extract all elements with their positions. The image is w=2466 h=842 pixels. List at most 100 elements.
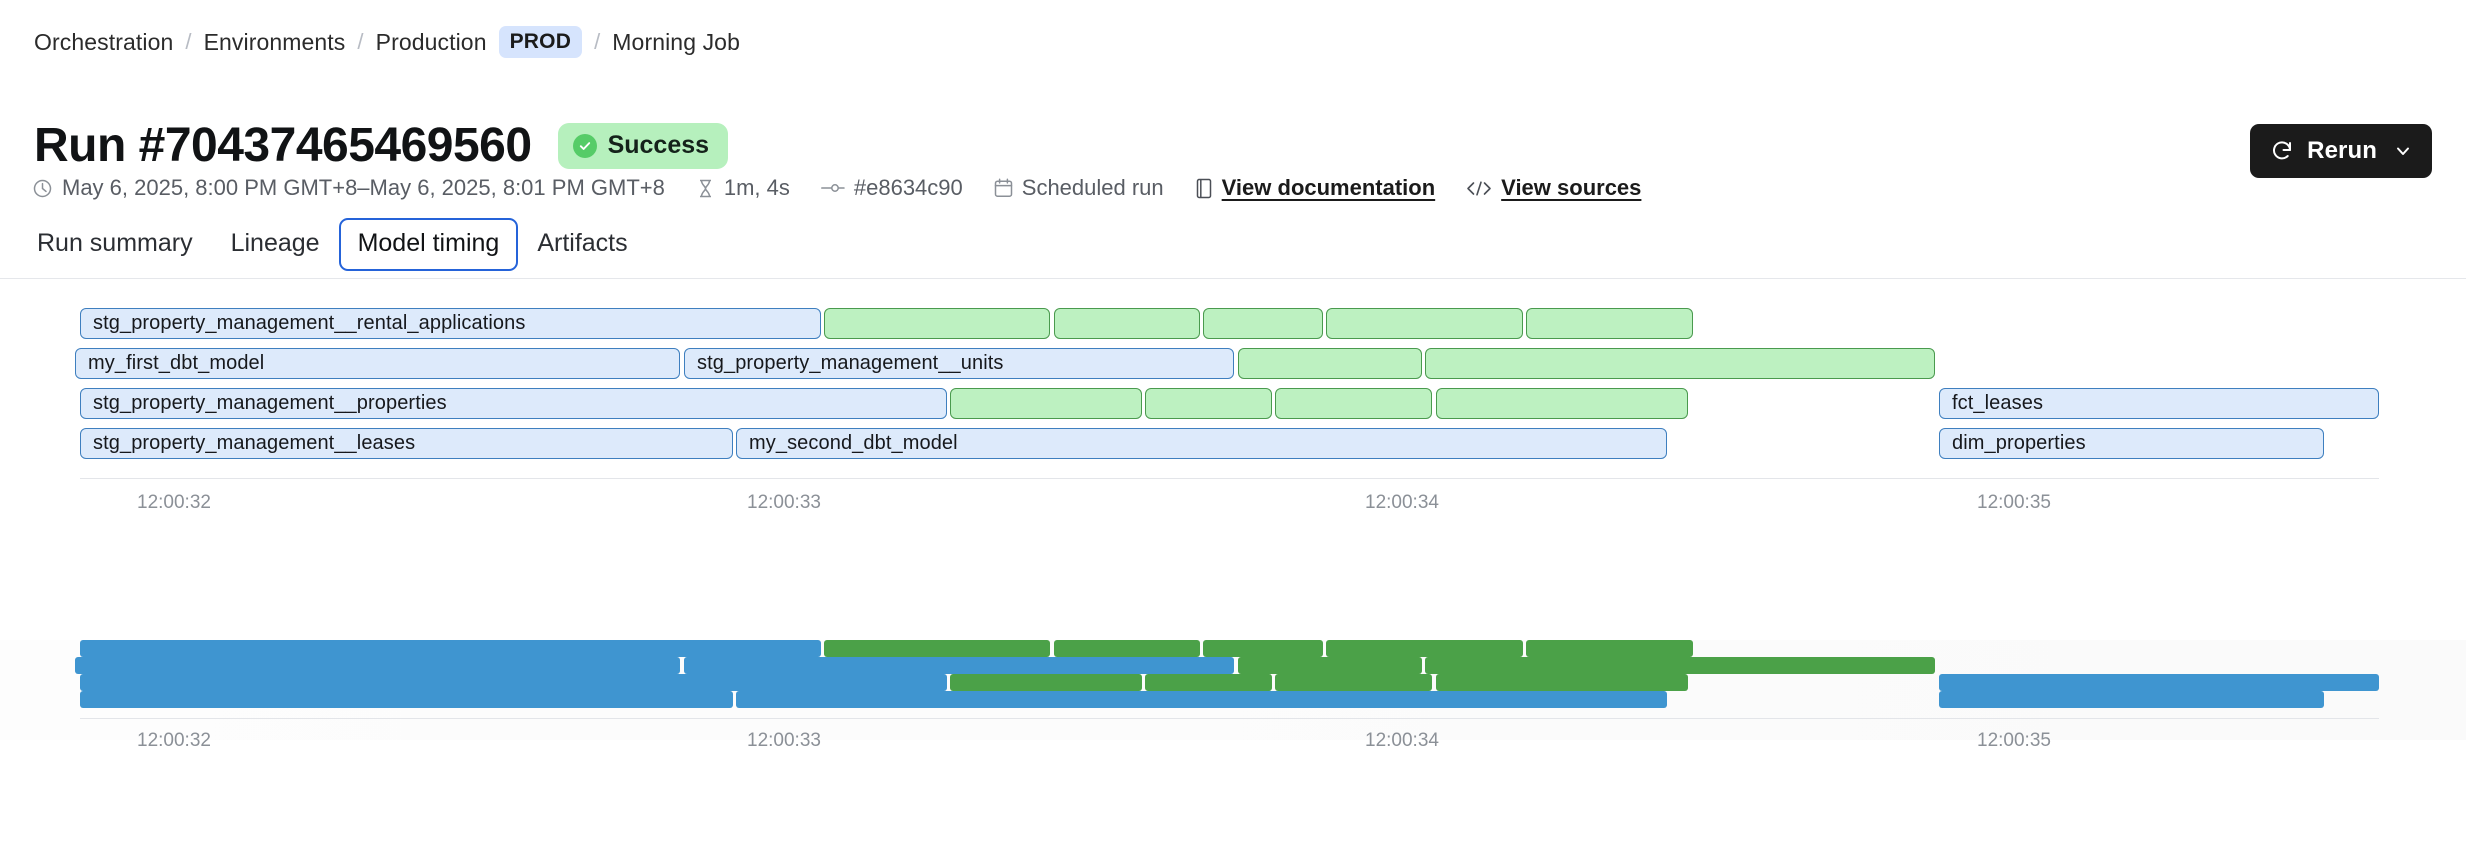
gantt-bar-label: stg_property_management__leases [93,432,416,454]
gantt-bar-label: stg_property_management__rental_applicat… [93,312,526,334]
minimap-bar[interactable] [1203,640,1323,657]
breadcrumb-item-orchestration[interactable]: Orchestration [34,28,174,55]
gantt-bar-label: my_first_dbt_model [88,352,265,374]
gantt-bar-label: stg_property_management__properties [93,392,447,414]
chevron-down-icon[interactable] [2394,142,2412,160]
model-timing-gantt: stg_property_management__rental_applicat… [0,300,2466,590]
page-title: Run #70437465469560 [34,119,532,173]
minimap-row [0,691,2466,708]
clock-icon [32,178,53,199]
minimap-bar[interactable] [1436,674,1688,691]
minimap-row [0,640,2466,657]
gantt-row: stg_property_management__leases my_second… [0,428,2466,459]
gantt-row: stg_property_management__rental_applicat… [0,308,2466,339]
gantt-bar-my_first_dbt_model[interactable]: my_first_dbt_model [75,348,680,379]
tab-model-timing[interactable]: Model timing [338,218,519,271]
minimap-axis-tick: 12:00:35 [1977,730,2051,751]
minimap-bar[interactable] [1939,674,2379,691]
rerun-label: Rerun [2307,137,2377,164]
tab-bar: Run summary Lineage Model timing Artifacts [18,218,647,271]
minimap-bar[interactable] [736,691,1667,708]
minimap-bar[interactable] [950,674,1142,691]
breadcrumb-item-environments[interactable]: Environments [203,28,346,55]
minimap-bar[interactable] [1275,674,1432,691]
minimap-bar[interactable] [1145,674,1272,691]
minimap-bar[interactable] [1238,657,1422,674]
breadcrumb-item-production[interactable]: Production [375,28,487,55]
minimap-bar[interactable] [1054,640,1200,657]
refresh-icon [2270,139,2294,163]
gantt-bar-test[interactable] [1054,308,1200,339]
minimap-bar[interactable] [824,640,1050,657]
view-documentation-link[interactable]: View documentation [1221,175,1436,200]
minimap-axis-tick: 12:00:32 [137,730,211,751]
calendar-icon [994,178,1013,198]
minimap-bar[interactable] [75,657,680,674]
tab-run-summary[interactable]: Run summary [37,229,193,257]
duration-range-text: May 6, 2025, 8:00 PM GMT+8–May 6, 2025, … [62,175,665,200]
breadcrumb-separator: / [185,29,192,54]
gantt-bar-stg_property_management__units[interactable]: stg_property_management__units [684,348,1234,379]
minimap-row [0,674,2466,691]
minimap-bar[interactable] [80,691,733,708]
gantt-bar-my_second_dbt_model[interactable]: my_second_dbt_model [736,428,1667,459]
gantt-axis-line [80,478,2379,479]
minimap-axis-line [80,718,2379,719]
gantt-bar-test[interactable] [1145,388,1272,419]
hourglass-icon [696,178,715,199]
meta-duration-range: May 6, 2025, 8:00 PM GMT+8–May 6, 2025, … [32,175,665,201]
minimap-bar[interactable] [1526,640,1693,657]
tab-artifacts[interactable]: Artifacts [537,229,628,257]
breadcrumb-separator: / [594,29,601,54]
meta-sources[interactable]: View sources [1466,175,1641,201]
minimap-bar[interactable] [80,640,821,657]
minimap-bar[interactable] [1326,640,1523,657]
breadcrumb-env-tag[interactable]: PROD [498,26,583,58]
gantt-row: stg_property_management__properties fct_l… [0,388,2466,419]
gantt-bar-dim_properties[interactable]: dim_properties [1939,428,2324,459]
model-timing-minimap[interactable]: 12:00:32 12:00:33 12:00:34 12:00:35 [0,640,2466,751]
view-sources-link[interactable]: View sources [1501,175,1642,200]
trigger-text: Scheduled run [1021,175,1164,200]
minimap-axis-ticks: 12:00:32 12:00:33 12:00:34 12:00:35 [0,730,2466,756]
gantt-bar-label: fct_leases [1952,392,2044,414]
minimap-axis-tick: 12:00:33 [747,730,821,751]
gantt-axis-tick: 12:00:33 [747,492,821,513]
elapsed-text: 1m, 4s [723,175,790,200]
gantt-bar-stg_property_management__properties[interactable]: stg_property_management__properties [80,388,947,419]
minimap-bar[interactable] [1425,657,1935,674]
rerun-button[interactable]: Rerun [2250,124,2432,178]
gantt-bar-test[interactable] [824,308,1050,339]
gantt-bar-test[interactable] [1436,388,1688,419]
status-label: Success [607,131,710,160]
commit-text: #e8634c90 [853,175,963,200]
gantt-bar-stg_property_management__leases[interactable]: stg_property_management__leases [80,428,733,459]
gantt-bar-label: dim_properties [1952,432,2086,454]
gantt-bar-test[interactable] [1326,308,1523,339]
title-row: Run #70437465469560 Success [34,90,729,202]
minimap-bar[interactable] [80,674,947,691]
tab-lineage[interactable]: Lineage [230,229,320,257]
minimap-bar[interactable] [684,657,1234,674]
gantt-axis-tick: 12:00:35 [1977,492,2051,513]
gantt-bar-test[interactable] [1275,388,1432,419]
gantt-bar-test[interactable] [1203,308,1323,339]
minimap-bar[interactable] [1939,691,2324,708]
gantt-bar-test[interactable] [1425,348,1935,379]
meta-documentation[interactable]: View documentation [1195,175,1436,201]
breadcrumb: Orchestration/Environments/Production/PR… [34,26,740,58]
meta-commit: #e8634c90 [820,175,963,201]
breadcrumb-item-morning-job[interactable]: Morning Job [612,28,740,55]
code-icon [1466,180,1492,197]
gantt-bar-stg_property_management__rental_applications[interactable]: stg_property_management__rental_applicat… [80,308,821,339]
gantt-row: my_first_dbt_model stg_property_managemen… [0,348,2466,379]
gantt-bar-test[interactable] [950,388,1142,419]
gantt-bar-test[interactable] [1238,348,1422,379]
minimap-axis-tick: 12:00:34 [1365,730,1439,751]
gantt-bar-fct_leases[interactable]: fct_leases [1939,388,2379,419]
git-commit-icon [820,181,845,195]
meta-trigger: Scheduled run [994,175,1164,201]
gantt-bar-test[interactable] [1526,308,1693,339]
